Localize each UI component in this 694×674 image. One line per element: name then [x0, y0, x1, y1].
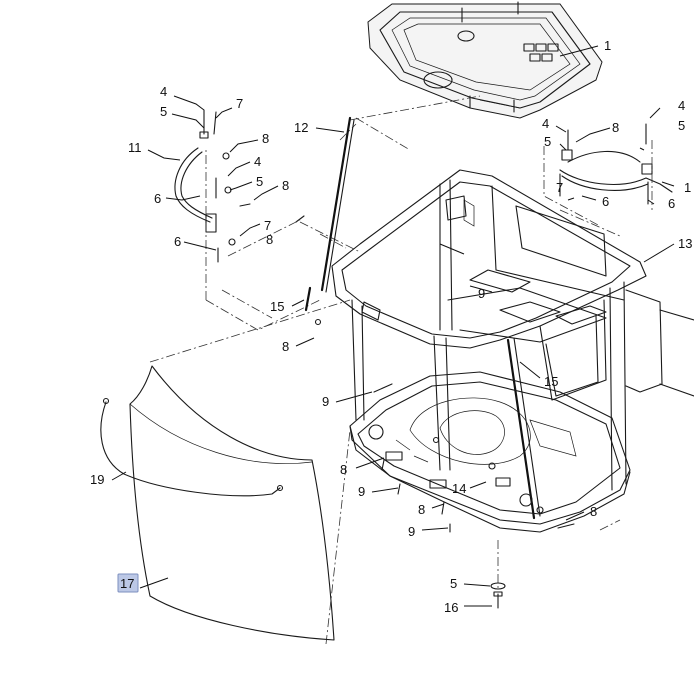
callout-17[interactable]: 17: [120, 576, 134, 591]
callout-6[interactable]: 6: [154, 191, 161, 206]
callout-8[interactable]: 8: [340, 462, 347, 477]
front-windshield[interactable]: [129, 365, 335, 641]
callout-9[interactable]: 9: [408, 524, 415, 539]
callout-8[interactable]: 8: [282, 339, 289, 354]
callout-9[interactable]: 9: [322, 394, 329, 409]
callout-4[interactable]: 4: [254, 154, 261, 169]
wiring-harness[interactable]: [100, 397, 284, 497]
leader-lines: [111, 45, 675, 607]
callout-8[interactable]: 8: [418, 502, 425, 517]
callout-4[interactable]: 4: [160, 84, 167, 99]
callout-5[interactable]: 5: [678, 118, 685, 133]
callout-5[interactable]: 5: [256, 174, 263, 189]
cab-frame[interactable]: [331, 169, 694, 533]
right-hose-assembly[interactable]: [559, 123, 673, 205]
callout-8[interactable]: 8: [612, 120, 619, 135]
callout-16[interactable]: 16: [444, 600, 458, 615]
callout-14[interactable]: 14: [452, 481, 466, 496]
callout-8[interactable]: 8: [266, 232, 273, 247]
floor-fasteners: [373, 383, 575, 609]
callout-6[interactable]: 6: [668, 196, 675, 211]
callout-7[interactable]: 7: [556, 180, 563, 195]
callout-5[interactable]: 5: [544, 134, 551, 149]
roof-panel[interactable]: [367, 1, 603, 119]
callout-15[interactable]: 15: [544, 374, 558, 389]
callout-5[interactable]: 5: [160, 104, 167, 119]
callout-9[interactable]: 9: [478, 286, 485, 301]
callout-6[interactable]: 6: [602, 194, 609, 209]
callout-19[interactable]: 19: [90, 472, 104, 487]
callout-17-highlight: [117, 573, 139, 593]
callout-4[interactable]: 4: [542, 116, 549, 131]
callout-15[interactable]: 15: [270, 299, 284, 314]
callout-12[interactable]: 12: [294, 120, 308, 135]
assembly-guide-lines: [149, 95, 653, 645]
callout-11[interactable]: 11: [128, 140, 142, 155]
callout-8[interactable]: 8: [282, 178, 289, 193]
callout-4[interactable]: 4: [678, 98, 685, 113]
callout-7[interactable]: 7: [236, 96, 243, 111]
callout-8[interactable]: 8: [262, 131, 269, 146]
callout-13[interactable]: 13: [678, 236, 692, 251]
callout-9[interactable]: 9: [358, 484, 365, 499]
callout-8[interactable]: 8: [590, 504, 597, 519]
callout-7[interactable]: 7: [264, 218, 271, 233]
callout-1[interactable]: 1: [684, 180, 691, 195]
callout-1[interactable]: 1: [604, 38, 611, 53]
callout-5[interactable]: 5: [450, 576, 457, 591]
left-hose-assembly[interactable]: [174, 109, 305, 263]
door-seal-strip[interactable]: [304, 116, 355, 326]
callout-6[interactable]: 6: [174, 234, 181, 249]
callout-labels: 1 4 7 5 8 11 4 5 8 6 7 8 6 12 15 8 4 8 4…: [90, 38, 692, 615]
